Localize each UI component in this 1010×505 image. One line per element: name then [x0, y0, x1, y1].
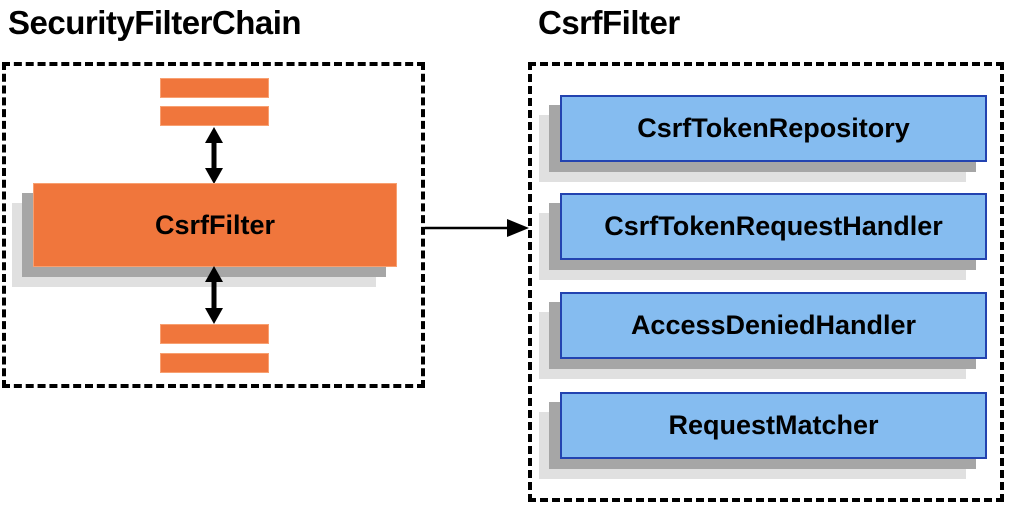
- bidirectional-arrow-icon: [205, 266, 223, 324]
- security-filter-chain-container: CsrfFilter: [2, 62, 425, 388]
- csrf-filter-box-stack: CsrfFilter: [12, 183, 397, 287]
- flow-arrow-icon: [425, 219, 529, 237]
- component-label: RequestMatcher: [668, 410, 879, 440]
- csrf-filter-title: CsrfFilter: [538, 4, 680, 41]
- bidirectional-arrow-icon: [205, 127, 223, 184]
- component-label: CsrfTokenRequestHandler: [604, 211, 943, 241]
- security-filter-chain-title: SecurityFilterChain: [8, 4, 302, 41]
- component-box: CsrfTokenRequestHandler: [560, 193, 987, 260]
- component-label: CsrfTokenRepository: [637, 113, 910, 143]
- csrf-filter-container: CsrfTokenRepository CsrfTokenRequestHand…: [528, 62, 1004, 502]
- csrf-filter-box: CsrfFilter: [33, 183, 397, 267]
- component-access-denied-handler: AccessDeniedHandler: [539, 292, 987, 379]
- filter-placeholder-bar-top-1: [160, 78, 269, 98]
- component-csrf-token-request-handler: CsrfTokenRequestHandler: [539, 193, 987, 280]
- filter-placeholder-bar-bottom-1: [160, 324, 269, 344]
- component-box: CsrfTokenRepository: [560, 95, 987, 162]
- component-box: RequestMatcher: [560, 392, 987, 459]
- filter-placeholder-bar-bottom-2: [160, 353, 269, 373]
- component-csrf-token-repository: CsrfTokenRepository: [539, 95, 987, 182]
- component-label: AccessDeniedHandler: [630, 310, 917, 340]
- component-request-matcher: RequestMatcher: [539, 392, 987, 479]
- csrf-filter-box-label: CsrfFilter: [154, 209, 276, 240]
- filter-placeholder-bar-top-2: [160, 106, 269, 126]
- component-box: AccessDeniedHandler: [560, 292, 987, 359]
